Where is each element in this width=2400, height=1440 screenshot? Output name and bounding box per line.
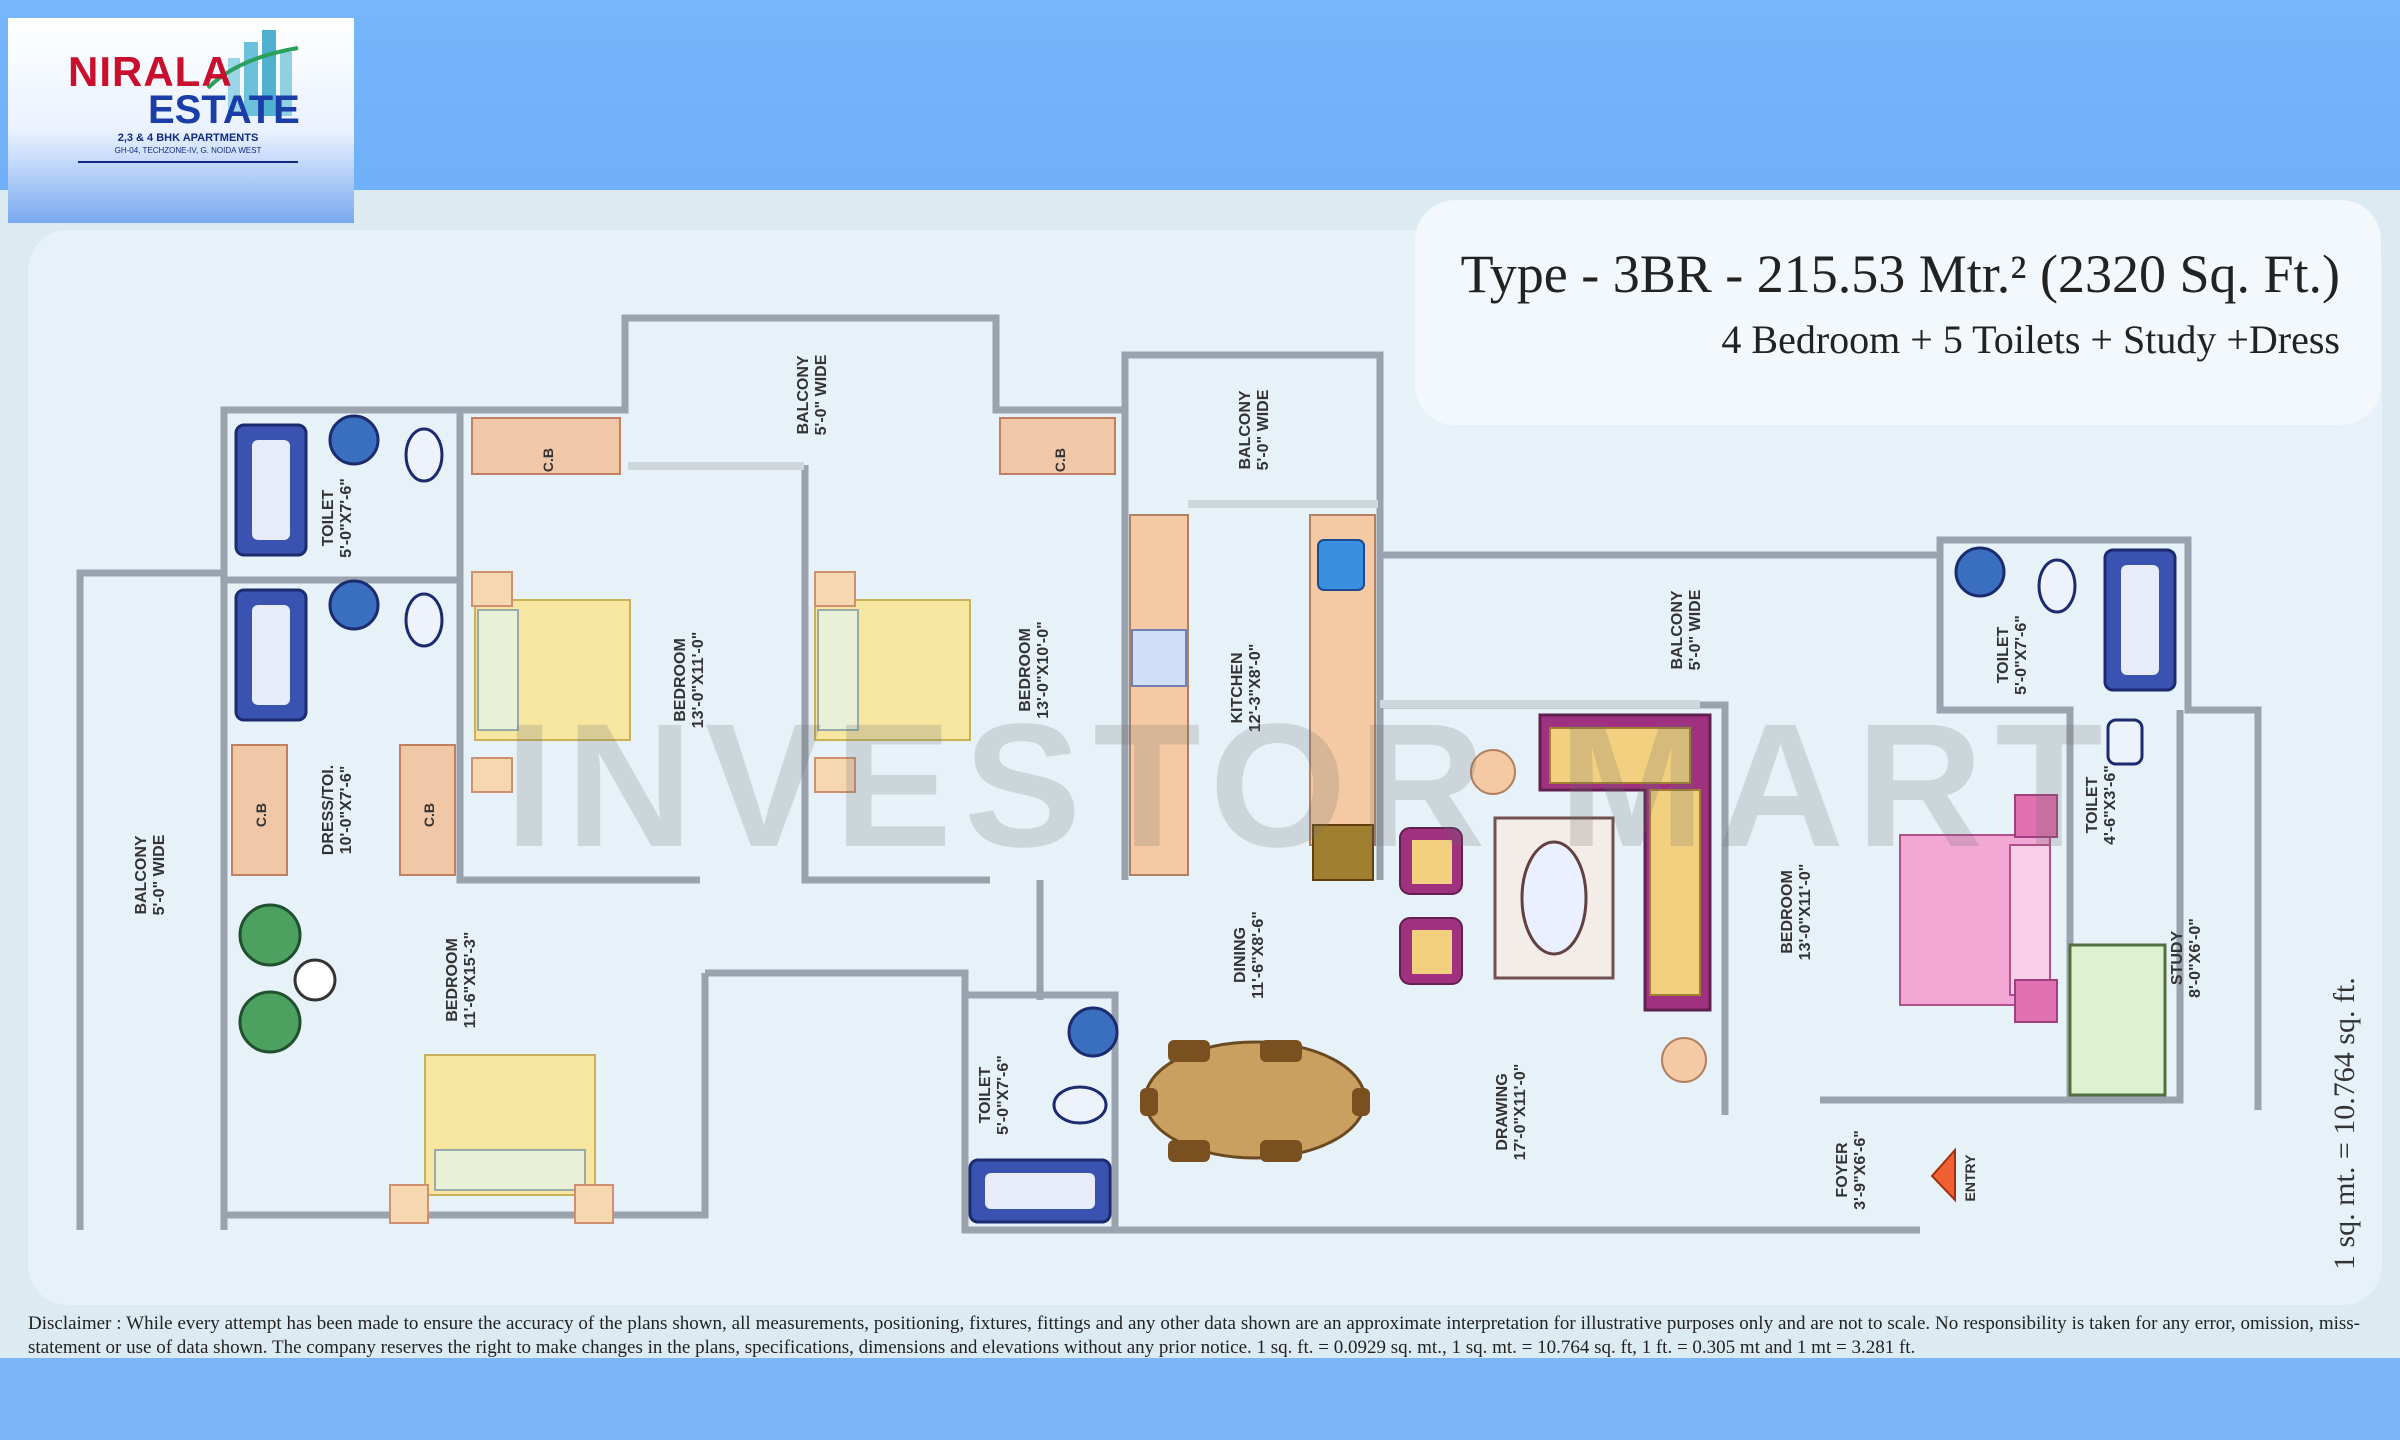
indian-wc-icon [2106, 718, 2144, 766]
table-icon [293, 958, 337, 1002]
logo-tagline: 2,3 & 4 BHK APARTMENTS [117, 132, 259, 144]
wc-icon [404, 592, 444, 648]
nirala-estate-logo: NIRALA ESTATE 2,3 & 4 BHK APARTMENTS GH-… [8, 18, 354, 223]
wc-icon [404, 427, 444, 483]
balcony-top-label: BALCONY5'-0" WIDE [795, 354, 830, 435]
disclaimer-text: Disclaimer : While every attempt has bee… [28, 1313, 2360, 1358]
toilet-4-label: TOILET4'-6"X3'-6" [2084, 765, 2119, 845]
windows [628, 462, 1700, 708]
kitchen-counters [1129, 514, 1376, 881]
washbasin-icon [328, 414, 380, 466]
logo-brand-line2: ESTATE [148, 88, 300, 132]
fridge-icon [1312, 824, 1374, 881]
cb-label: C.B [540, 448, 556, 472]
balcony-right-label: BALCONY5'-0" WIDE [1669, 589, 1704, 670]
cupboards [231, 417, 1116, 876]
toilet-1-label: TOILET5'-0"X7'-6" [320, 478, 355, 558]
plan-type-title: Type - 3BR - 215.53 Mtr.² (2320 Sq. Ft.) [1460, 244, 2340, 304]
foyer-label: FOYER3'-9"X6'-6" [1834, 1130, 1869, 1210]
skyline-icon [206, 30, 299, 116]
drawing-furniture [1399, 713, 1712, 1083]
walls [76, 314, 2262, 1234]
kitchen-label: KITCHEN12'-3"X8'-0" [1229, 644, 1264, 733]
logo-divider [78, 161, 298, 163]
room-labels: C.B C.B C.B C.B BALCONY5'-0" WIDE BALCON… [133, 354, 2204, 1210]
bathroom-fixtures [234, 414, 2177, 1224]
wc-icon [1052, 1085, 1108, 1125]
logo-brand-line1: NIRALA [68, 48, 233, 95]
coffee-table-icon [1520, 840, 1588, 956]
bottom-banner [0, 1358, 2400, 1440]
drawing-label: DRAWING17'-0"X11'-0" [1494, 1064, 1529, 1161]
washbasin-icon [1067, 1006, 1119, 1058]
study-desk-icon [2068, 943, 2167, 1097]
cupboard [399, 744, 456, 876]
counter [1129, 514, 1189, 876]
bedroom-1-label: BEDROOM13'-0"X11'-0" [672, 632, 707, 729]
cb-label: C.B [1052, 448, 1068, 472]
balcony-left-label: BALCONY5'-0" WIDE [133, 834, 168, 915]
balcony-kitchen-label: BALCONY5'-0" WIDE [1237, 389, 1272, 470]
study-label: STUDY8'-0"X6'-0" [2169, 918, 2204, 998]
toilet-2-label: TOILET5'-0"X7'-6" [1995, 615, 2030, 695]
washbasin-icon [1954, 546, 2006, 598]
logo-address: GH-04, TECHZONE-IV, G. NOIDA WEST [114, 146, 262, 155]
entry-label: ENTRY [1962, 1154, 1978, 1202]
title-panel [1415, 200, 2381, 425]
sink-icon [1317, 539, 1365, 591]
scale-note: 1 sq. mt. = 10.764 sq. ft. [2328, 977, 2361, 1270]
toilet-3-label: TOILET5'-0"X7'-6" [977, 1055, 1012, 1135]
entry-arrow-icon [1930, 1147, 1956, 1203]
dress-label: DRESS/TOI.10'-0"X7'-6" [320, 765, 355, 855]
plant-icon [238, 903, 302, 967]
plan-configuration: 4 Bedroom + 5 Toilets + Study +Dress [1721, 317, 2340, 362]
bedroom-2-label: BEDROOM13'-0"X10'-0" [1017, 621, 1052, 719]
dining-label: DINING11'-6"X8'-6" [1232, 911, 1267, 999]
plant-icon [238, 990, 302, 1054]
wc-icon [2037, 558, 2077, 614]
bedroom-3-label: BEDROOM11'-6"X15'-3" [444, 932, 479, 1029]
beds [389, 571, 2058, 1224]
cupboard [231, 744, 288, 876]
cupboard [999, 417, 1116, 475]
cb-label: C.B [253, 803, 269, 827]
hob-icon [1131, 629, 1187, 687]
top-banner [0, 0, 2400, 190]
dining-set [1140, 1040, 1370, 1162]
cupboard [471, 417, 621, 475]
washbasin-icon [328, 579, 380, 631]
balcony-furniture [238, 903, 337, 1054]
bedroom-4-label: BEDROOM13'-0"X11'-0" [1779, 864, 1814, 961]
side-table-icon [1661, 1037, 1707, 1083]
side-table-icon [1470, 749, 1516, 795]
cb-label: C.B [421, 803, 437, 827]
watermark: INVESTOR MART [505, 688, 2115, 884]
